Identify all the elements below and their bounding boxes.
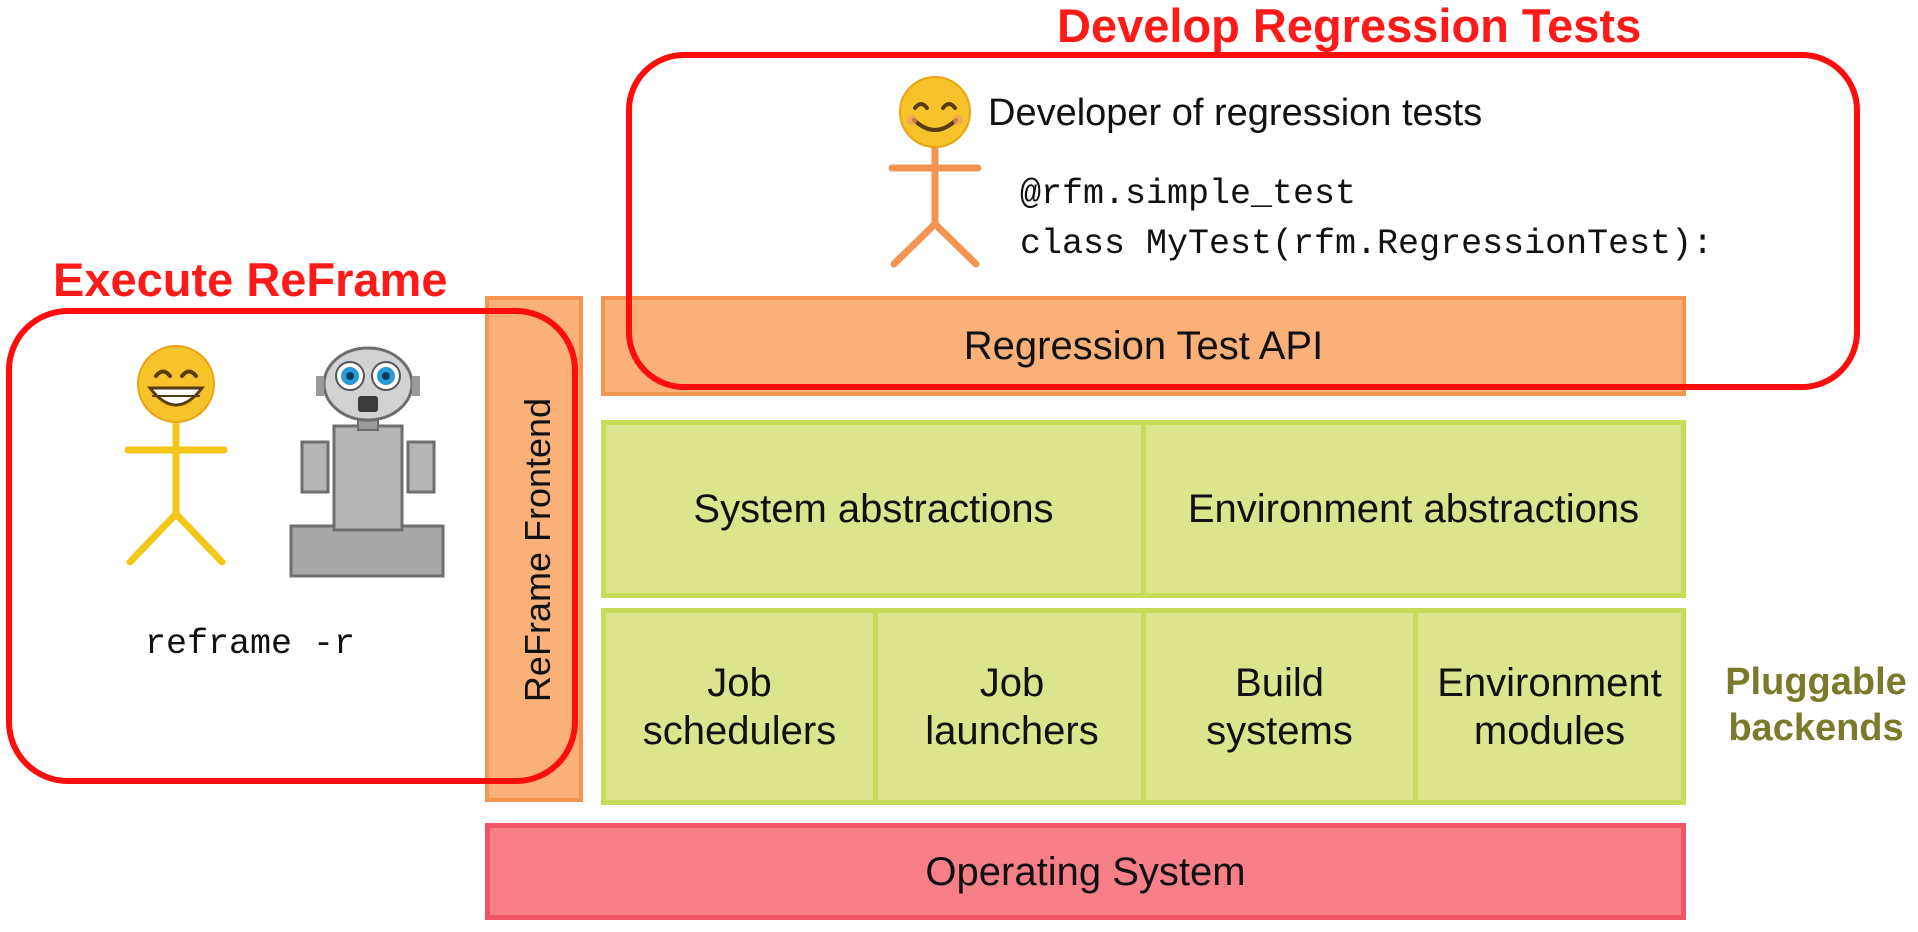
develop-highlight-box <box>626 52 1860 390</box>
system-abstractions-label: System abstractions <box>693 487 1054 531</box>
execute-highlight-box <box>6 308 578 784</box>
backend-job-schedulers: Job schedulers <box>601 608 878 805</box>
pluggable-backends-label: Pluggable backends <box>1725 661 1907 749</box>
grinning-face-icon <box>137 345 215 423</box>
backend-label: Environment modules <box>1437 660 1662 753</box>
robot-icon <box>289 346 445 578</box>
environment-abstractions-box: Environment abstractions <box>1141 420 1686 598</box>
execute-heading: Execute ReFrame <box>53 253 448 306</box>
regression-test-api-label: Regression Test API <box>963 324 1324 368</box>
backend-job-launchers: Job launchers <box>873 608 1151 805</box>
reframe-command: reframe -r <box>145 624 356 664</box>
reframe-frontend-layer <box>485 296 583 802</box>
environment-abstractions-label: Environment abstractions <box>1187 487 1640 531</box>
regression-test-api-layer: Regression Test API <box>601 296 1686 396</box>
operating-system-label: Operating System <box>925 849 1246 894</box>
system-abstractions-box: System abstractions <box>601 420 1146 598</box>
backend-label: Build systems <box>1206 660 1353 753</box>
user-stick-figure-icon <box>124 345 228 566</box>
operating-system-layer: Operating System <box>485 823 1686 920</box>
backend-build-systems: Build systems <box>1141 608 1418 805</box>
developer-stick-figure-icon <box>888 76 982 268</box>
code-decorator-line: @rfm.simple_test <box>1020 174 1357 214</box>
developer-label: Developer of regression tests <box>988 92 1483 134</box>
backend-label: Job launchers <box>925 660 1099 753</box>
backend-label: Job schedulers <box>642 660 837 753</box>
develop-heading: Develop Regression Tests <box>1057 0 1642 52</box>
code-class-line: class MyTest(rfm.RegressionTest): <box>1020 224 1714 264</box>
backend-environment-modules: Environment modules <box>1413 608 1686 805</box>
smiling-face-icon <box>899 76 971 148</box>
